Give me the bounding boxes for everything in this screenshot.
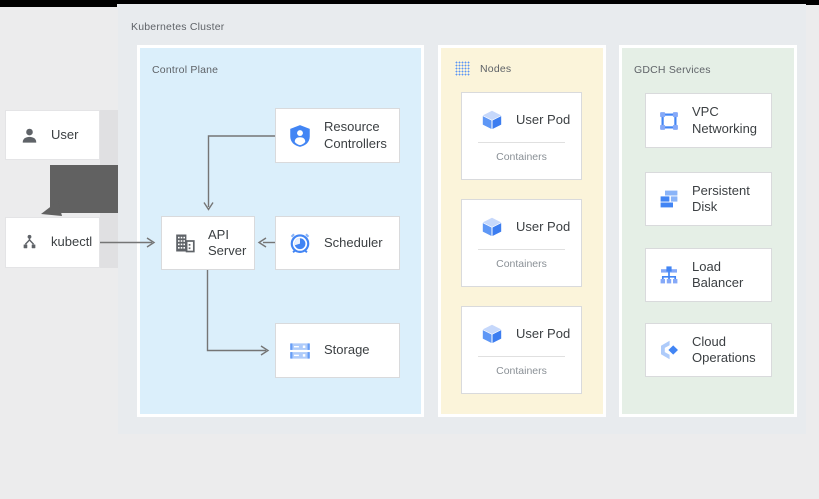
- pod-divider: [478, 142, 565, 143]
- control-plane-label: Control Plane: [152, 64, 219, 76]
- cloud-operations-label: Cloud Operations: [692, 334, 756, 367]
- gdch-services-label: GDCH Services: [634, 64, 711, 76]
- resource-controllers-label: Resource Controllers: [324, 119, 387, 152]
- cloud-operations-card: Cloud Operations: [645, 323, 772, 377]
- api-building-icon: [176, 234, 195, 253]
- resource-controllers-card: Resource Controllers: [275, 108, 400, 163]
- pod-cube-icon: [482, 110, 502, 129]
- load-balancer-card: Load Balancer: [645, 248, 772, 302]
- resource-controllers-line1: Resource: [324, 119, 380, 134]
- person-icon: [22, 128, 37, 143]
- load-balancer-label: Load Balancer: [692, 259, 743, 292]
- vpc-networking-card: VPC Networking: [645, 93, 772, 148]
- load-balancer-line1: Load: [692, 258, 721, 274]
- user-pod-label: User Pod: [516, 111, 571, 127]
- api-server-label: API Server: [208, 227, 246, 260]
- kubectl-label: kubectl: [51, 234, 93, 250]
- shield-person-icon: [290, 124, 310, 147]
- pod-cube-icon: [482, 324, 502, 343]
- kubernetes-cluster-label: Kubernetes Cluster: [131, 21, 225, 33]
- containers-label: Containers: [496, 151, 547, 163]
- storage-racks-icon: [290, 342, 310, 359]
- dot-grid-icon: [455, 61, 470, 76]
- containers-label: Containers: [496, 365, 547, 377]
- cloud-operations-icon: [661, 340, 678, 360]
- resource-controllers-line2: Controllers: [324, 135, 387, 151]
- nodes-label: Nodes: [480, 62, 512, 75]
- api-server-card: API Server: [161, 216, 255, 270]
- cloud-operations-line2: Operations: [692, 350, 756, 365]
- user-pod-card: User Pod Containers: [461, 199, 582, 287]
- vpc-networking-icon: [660, 111, 678, 130]
- scheduler-card: Scheduler: [275, 216, 400, 270]
- kubectl-icon: [23, 234, 36, 249]
- load-balancer-icon: [660, 266, 678, 284]
- cloud-operations-line1: Cloud: [692, 333, 726, 349]
- pod-cube-icon: [482, 217, 502, 236]
- top-black-bar-left: [0, 0, 117, 7]
- containers-label: Containers: [496, 258, 547, 270]
- storage-label: Storage: [324, 342, 370, 358]
- api-server-line2: Server: [208, 243, 247, 258]
- persistent-disk-line1: Persistent: [692, 182, 750, 198]
- scheduler-label: Scheduler: [324, 234, 383, 250]
- user-pod-card: User Pod Containers: [461, 306, 582, 394]
- top-black-bar-right: [806, 0, 819, 5]
- persistent-disk-card: Persistent Disk: [645, 172, 772, 226]
- pod-divider: [478, 356, 565, 357]
- user-card: User: [5, 110, 100, 160]
- pod-divider: [478, 249, 565, 250]
- load-balancer-line2: Balancer: [692, 275, 744, 290]
- storage-card: Storage: [275, 323, 400, 378]
- kubectl-card: kubectl: [5, 217, 100, 268]
- vpc-networking-label: VPC Networking: [692, 104, 757, 137]
- user-pod-label: User Pod: [516, 218, 571, 234]
- actor-column-strip: [100, 110, 118, 268]
- api-server-line1: API: [208, 226, 229, 242]
- user-label: User: [51, 126, 79, 142]
- persistent-disk-label: Persistent Disk: [692, 183, 750, 216]
- top-black-bar: [0, 0, 819, 4]
- user-pod-card: User Pod Containers: [461, 92, 582, 180]
- alarm-clock-icon: [290, 233, 310, 254]
- persistent-disk-line2: Disk: [692, 199, 718, 214]
- vpc-line1: VPC: [692, 104, 719, 119]
- persistent-disk-icon: [660, 190, 678, 208]
- user-pod-label: User Pod: [516, 325, 571, 341]
- vpc-line2: Networking: [692, 120, 758, 136]
